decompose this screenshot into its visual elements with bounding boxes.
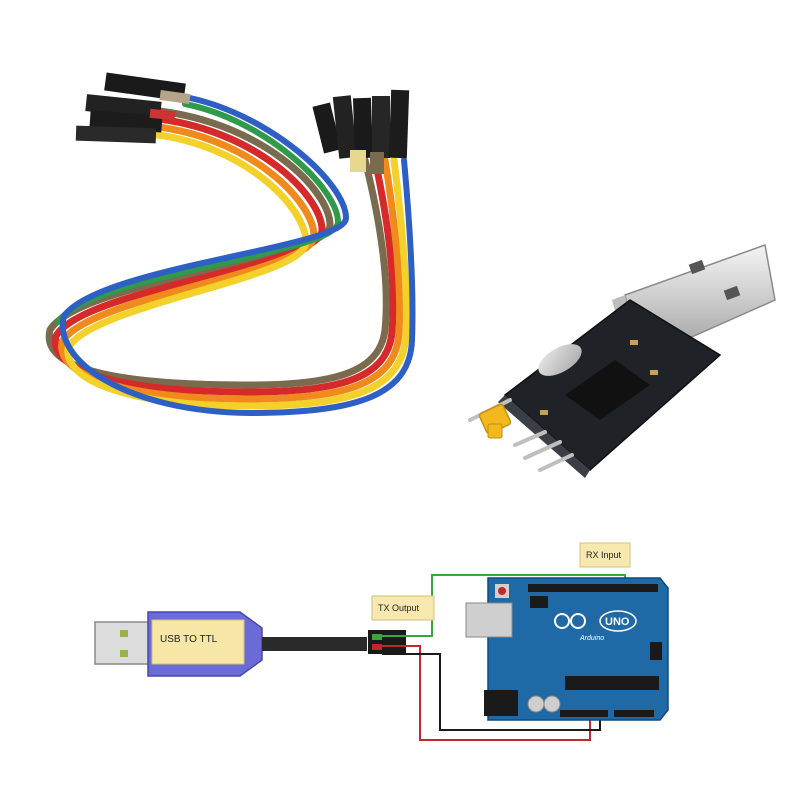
usb-ttl-label: USB TO TTL bbox=[160, 634, 218, 645]
tx-output-note: TX Output bbox=[371, 595, 435, 621]
wiring-diagram: USB TO TTL TX Output RX Input bbox=[94, 542, 669, 741]
rx-input-label: RX Input bbox=[586, 550, 622, 560]
tx-output-label: TX Output bbox=[378, 603, 420, 613]
dupont-jumper-cable bbox=[45, 72, 416, 417]
arduino-brand-text: Arduino bbox=[579, 635, 604, 642]
reset-button bbox=[498, 587, 506, 595]
rx-input-note: RX Input bbox=[579, 542, 631, 568]
usb-ttl-module-photo bbox=[468, 243, 776, 478]
uno-logo-text: UNO bbox=[605, 616, 630, 628]
usb-plug bbox=[94, 621, 151, 665]
arduino-uno-board: UNO Arduino bbox=[465, 577, 669, 721]
